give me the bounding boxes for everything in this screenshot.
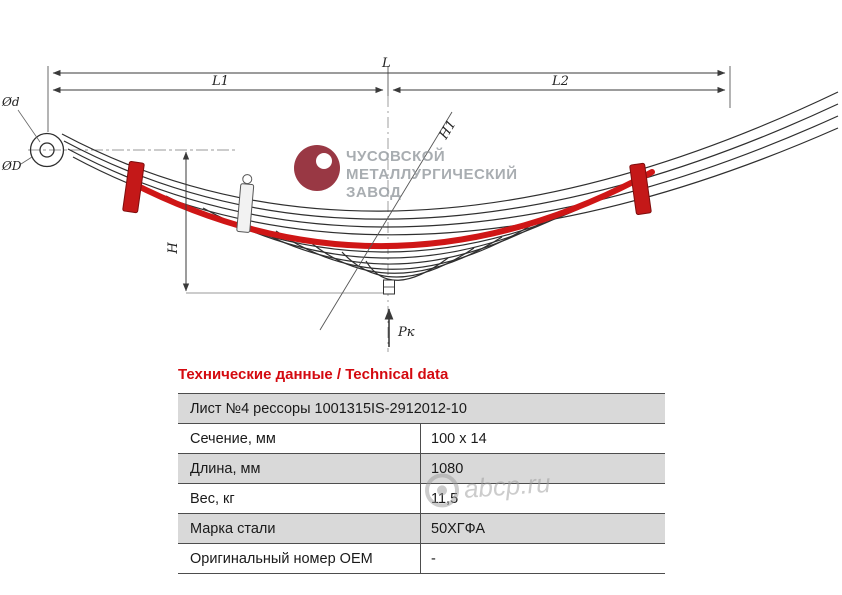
factory-logo-dot — [316, 153, 332, 169]
dim-label-L2: L2 — [551, 74, 569, 89]
logo-line-2: МЕТАЛЛУРГИЧЕСКИЙ — [346, 165, 518, 183]
dim-label-L1: L1 — [211, 74, 229, 89]
center-clamp — [236, 174, 255, 233]
spec-row-oem: Оригинальный номер OEM - — [178, 544, 665, 574]
spring-eye — [29, 132, 65, 168]
highlighted-leaf-4 — [127, 169, 655, 249]
spec-row-steel-grade: Марка стали 50ХГФА — [178, 514, 665, 544]
logo-line-3: ЗАВОД — [346, 184, 401, 201]
dim-label-L: L — [381, 56, 391, 71]
spec-value: 100 x 14 — [420, 424, 665, 453]
leaf-spring-drawing: L L1 L2 Ød ØD — [1, 56, 839, 352]
leader-outer-diameter — [20, 156, 33, 165]
spec-table: Лист №4 рессоры 1001315IS-2912012-10 Сеч… — [178, 393, 665, 574]
table-header-row: Лист №4 рессоры 1001315IS-2912012-10 — [178, 394, 665, 424]
table-header-text: Лист №4 рессоры 1001315IS-2912012-10 — [190, 400, 467, 417]
spec-value: 1080 — [420, 454, 665, 483]
spec-label: Вес, кг — [190, 490, 235, 507]
factory-logo-icon — [294, 145, 340, 191]
spec-value: 50ХГФА — [420, 514, 665, 543]
left-clamp — [122, 161, 145, 214]
dim-label-Pk: Pк — [397, 325, 415, 340]
spec-row-weight: Вес, кг 11,5 — [178, 484, 665, 514]
dim-label-H: H — [166, 242, 181, 255]
logo-line-1: ЧУСОВСКОЙ — [346, 147, 445, 165]
right-clamp — [629, 162, 652, 215]
spec-label: Марка стали — [190, 520, 276, 537]
spec-label: Оригинальный номер OEM — [190, 550, 373, 567]
factory-logo-watermark: ЧУСОВСКОЙ МЕТАЛЛУРГИЧЕСКИЙ ЗАВОД — [294, 145, 518, 201]
spec-label: Сечение, мм — [190, 430, 276, 447]
dim-label-inner-diameter: Ød — [1, 95, 20, 109]
spec-row-section: Сечение, мм 100 x 14 — [178, 424, 665, 454]
spec-value: 11,5 — [420, 484, 665, 513]
spec-row-length: Длина, мм 1080 — [178, 454, 665, 484]
dimension-lines — [52, 69, 726, 94]
dim-label-H1: H1 — [436, 118, 459, 143]
technical-data-section: Технические данные / Technical data Лист… — [178, 366, 665, 574]
extension-lines — [47, 66, 731, 132]
dim-label-outer-diameter: ØD — [1, 159, 22, 173]
leader-inner-diameter — [17, 109, 41, 143]
spec-value: - — [420, 544, 665, 573]
dim-line-H1 — [319, 111, 453, 331]
table-title: Технические данные / Technical data — [178, 366, 449, 383]
spec-label: Длина, мм — [190, 460, 261, 477]
